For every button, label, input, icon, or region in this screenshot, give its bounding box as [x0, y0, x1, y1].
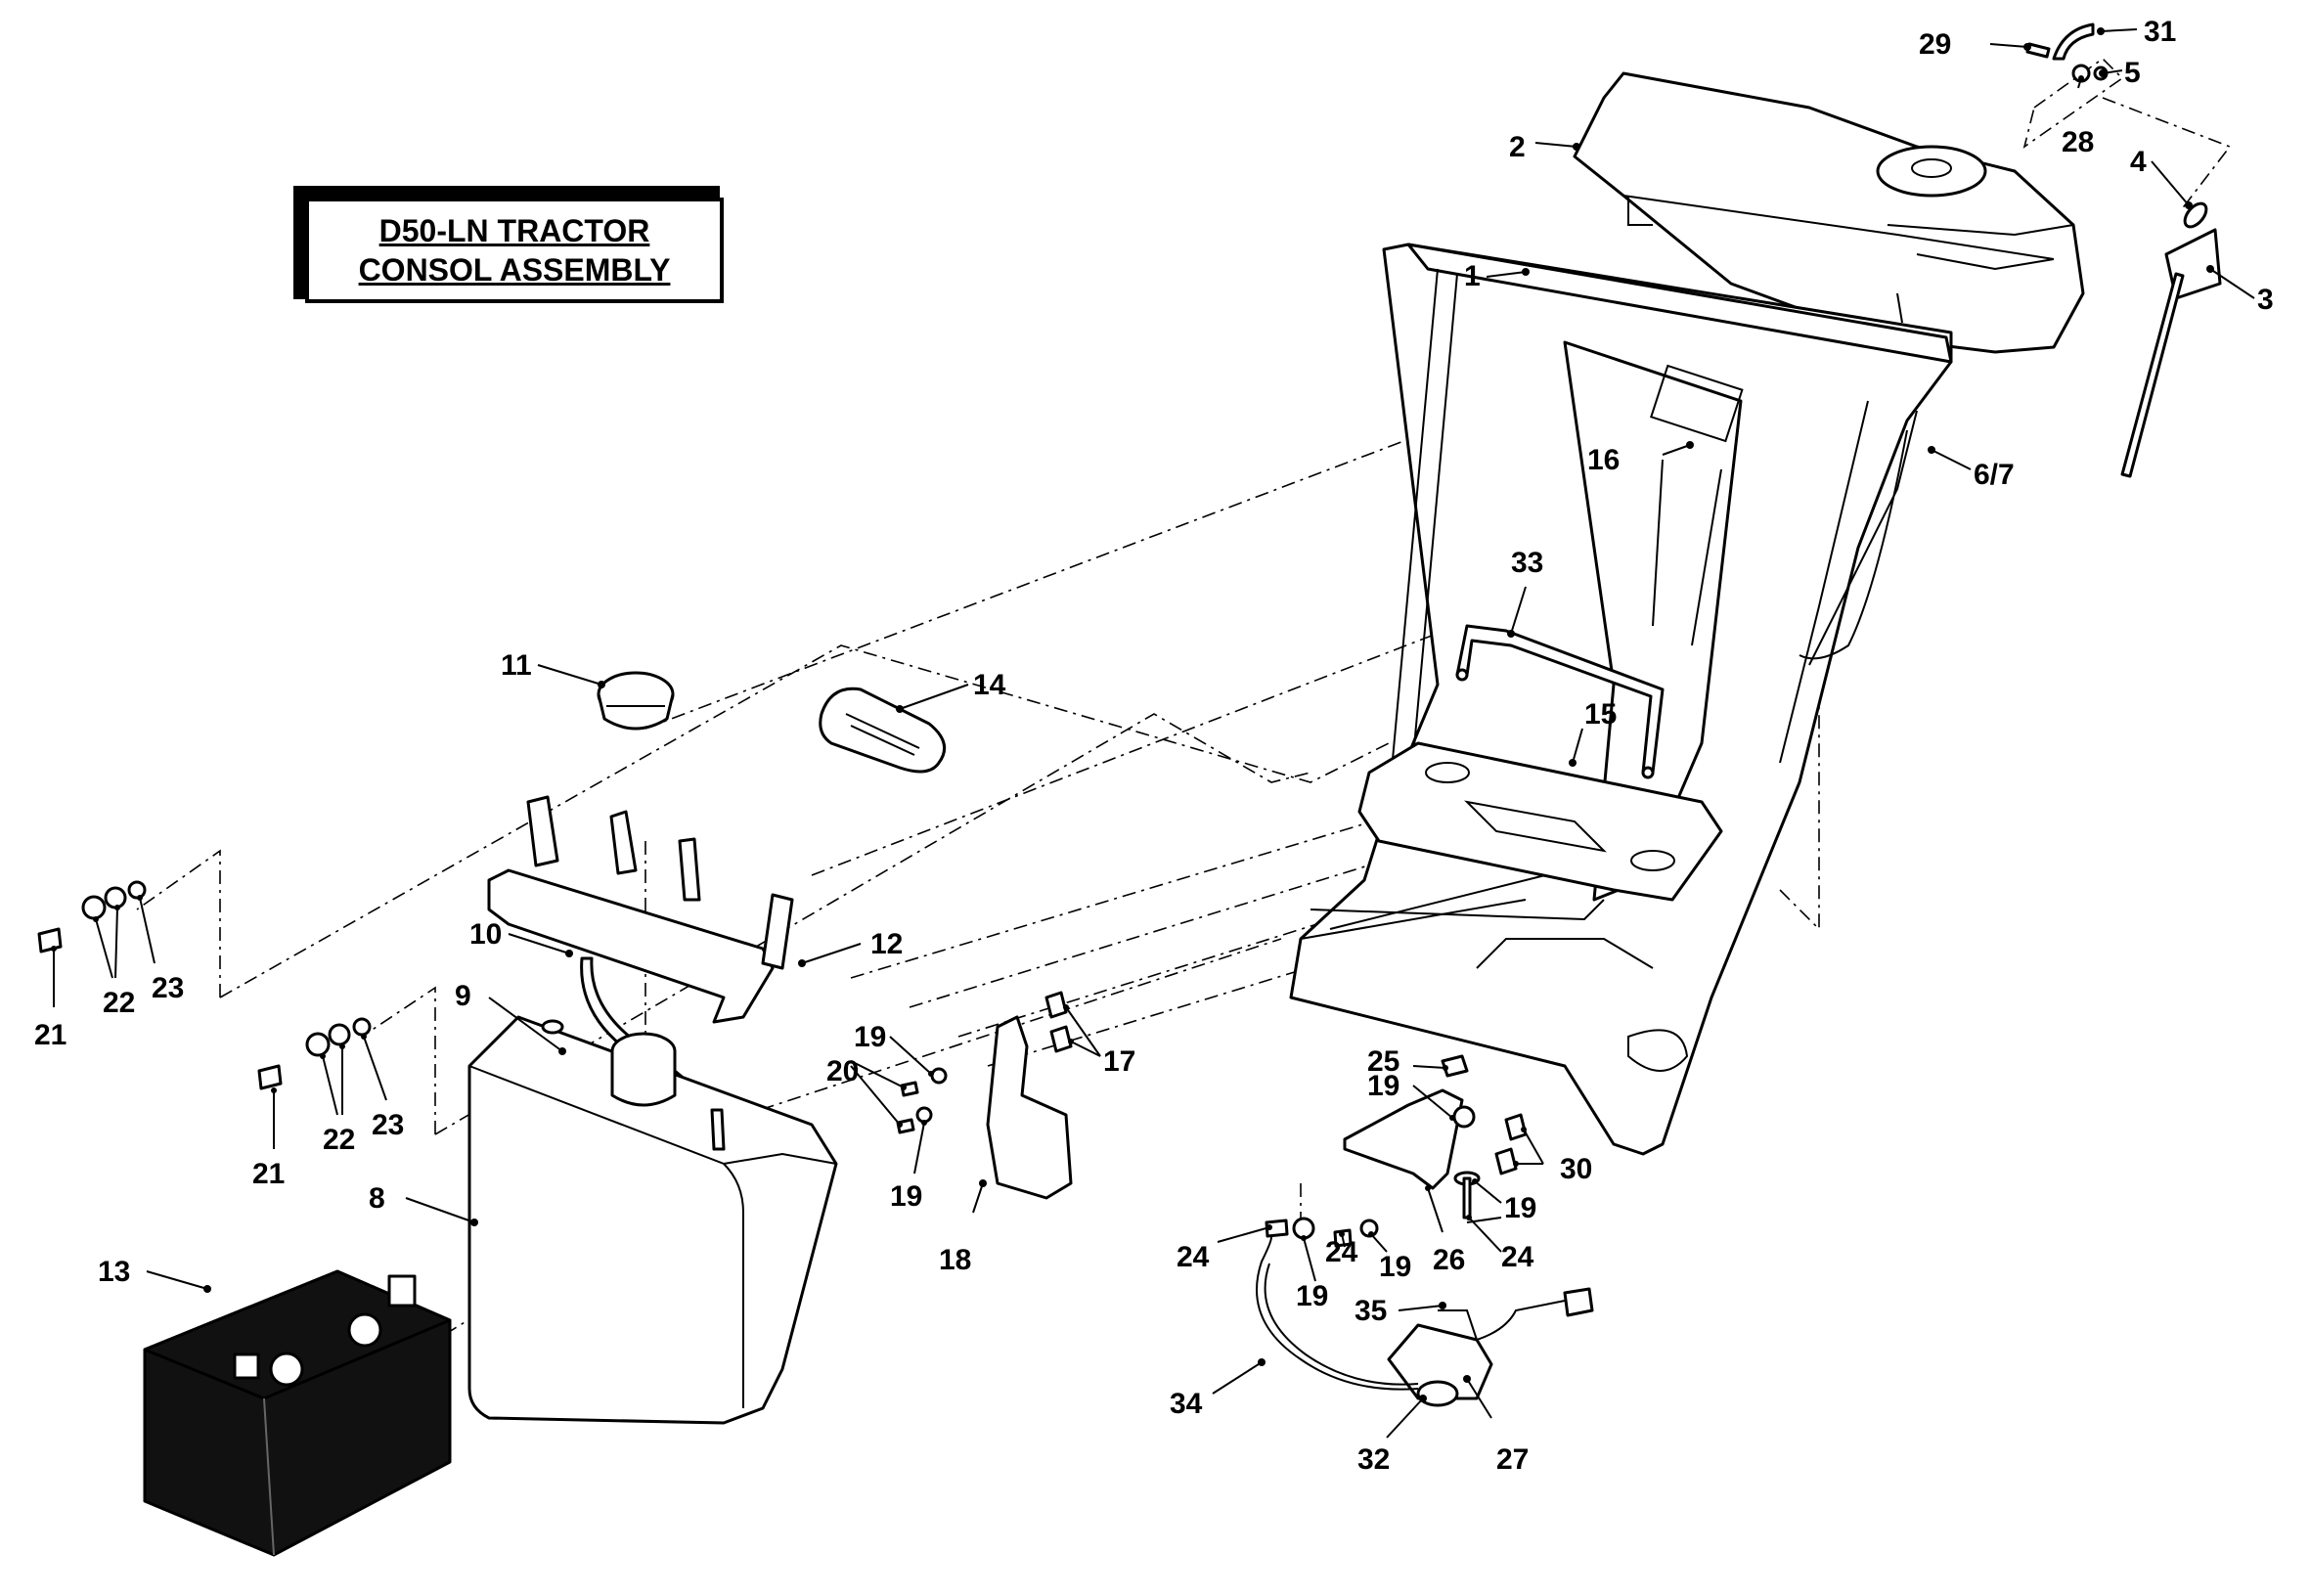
hardware	[37, 880, 1481, 1248]
callout-4: 4	[2130, 146, 2147, 178]
lower-bracket	[1343, 1088, 1464, 1190]
console-cover	[1573, 71, 2085, 354]
callout-24-c: 24	[1501, 1241, 1534, 1273]
callout-23-a: 23	[152, 972, 184, 1004]
callout-17: 17	[1103, 1045, 1135, 1078]
callout-labels: 1 2 3 4 5 6/7 8 9 10 11 12 13 14 15 16 1…	[34, 16, 2274, 1476]
callout-22-b: 22	[323, 1124, 355, 1156]
callout-5: 5	[2124, 57, 2141, 89]
battery	[143, 1269, 452, 1557]
callout-19-f: 19	[1504, 1192, 1536, 1224]
callout-1: 1	[1464, 260, 1481, 292]
title-line-2: CONSOL ASSEMBLY	[358, 252, 671, 288]
callout-32: 32	[1357, 1443, 1390, 1476]
callout-6-7: 6/7	[1974, 459, 2015, 491]
callout-19-c: 19	[1367, 1070, 1399, 1102]
callout-33: 33	[1511, 547, 1543, 579]
callout-18: 18	[939, 1244, 971, 1276]
callout-15: 15	[1584, 698, 1617, 731]
callout-28: 28	[2062, 126, 2094, 158]
callout-16: 16	[1587, 444, 1620, 476]
callout-34: 34	[1170, 1388, 1203, 1420]
callout-3: 3	[2257, 284, 2274, 316]
fuel-tank	[467, 1015, 838, 1425]
callout-25: 25	[1367, 1045, 1399, 1078]
callout-22-a: 22	[103, 987, 135, 1019]
wire-loop	[1455, 624, 1665, 779]
tank-bracket	[487, 795, 794, 1024]
callout-10: 10	[469, 918, 502, 951]
callout-11: 11	[501, 649, 532, 682]
callout-19-b: 19	[890, 1180, 922, 1213]
callout-14: 14	[973, 669, 1006, 701]
callout-23-b: 23	[372, 1109, 404, 1141]
callout-27: 27	[1496, 1443, 1529, 1476]
gas-cap	[597, 671, 675, 731]
title-line-1: D50-LN TRACTOR	[378, 213, 650, 248]
callout-13: 13	[98, 1256, 130, 1288]
callout-19-a: 19	[854, 1021, 886, 1053]
callout-8: 8	[369, 1182, 385, 1215]
callout-21-a: 21	[34, 1019, 67, 1051]
side-cable	[1799, 429, 1908, 660]
callout-2: 2	[1509, 131, 1526, 163]
callout-29: 29	[1919, 28, 1951, 61]
top-hardware	[2025, 22, 2109, 83]
callout-31: 31	[2144, 16, 2176, 48]
title-frame: D50-LN TRACTOR CONSOL ASSEMBLY	[305, 198, 724, 303]
callout-24-b: 24	[1325, 1236, 1358, 1268]
title-block: D50-LN TRACTOR CONSOL ASSEMBLY	[293, 186, 724, 303]
callout-12: 12	[870, 928, 903, 960]
callout-19-e: 19	[1296, 1280, 1328, 1312]
callout-9: 9	[455, 980, 471, 1012]
side-bracket	[986, 1015, 1073, 1200]
fuel-gauge	[819, 687, 947, 774]
callout-21-b: 21	[252, 1158, 285, 1190]
callout-24-a: 24	[1177, 1241, 1210, 1273]
callout-35: 35	[1355, 1295, 1387, 1327]
mounting-plate	[1357, 741, 1723, 902]
console-frame	[1289, 243, 1953, 1156]
leader-lines	[51, 27, 2255, 1439]
callout-19-d: 19	[1379, 1251, 1411, 1283]
rod-bracket	[2120, 201, 2222, 478]
callout-26: 26	[1433, 1244, 1465, 1276]
callout-30: 30	[1560, 1153, 1592, 1185]
solenoid-harness	[1256, 1236, 1594, 1407]
callout-20: 20	[826, 1055, 859, 1087]
